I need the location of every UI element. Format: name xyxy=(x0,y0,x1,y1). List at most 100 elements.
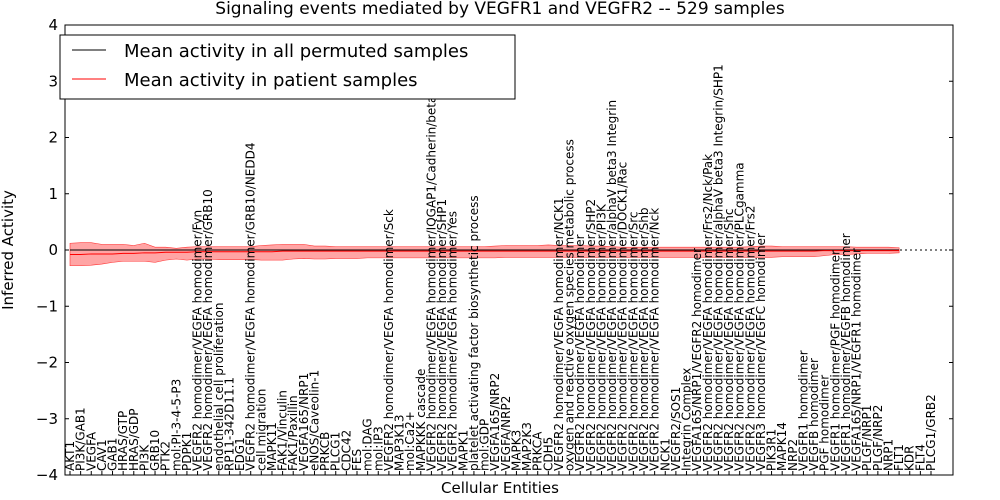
x-tick-label: PTK2 xyxy=(159,441,173,471)
x-tick-label: VEGFR2 homodimer/VEGFA homodimer/GRB10 xyxy=(201,189,215,471)
y-tick-label: −2 xyxy=(36,354,58,372)
x-tick-label: CAV1 xyxy=(95,439,109,471)
x-tick-label: FES xyxy=(350,449,364,471)
x-tick-label: Integrin Complex xyxy=(680,368,694,471)
x-tick-label: HRAS/GDP xyxy=(127,408,141,471)
x-tick-label: VEGFR3 homodimer/VEGFC homodimer xyxy=(754,233,768,471)
x-tick-label: PLGF/NRP1 xyxy=(860,405,874,471)
x-tick-label: VEGFA165/NRP1/VEGFR2 homodimer xyxy=(690,248,704,471)
x-tick-label: MAPK1 xyxy=(456,430,470,471)
x-tick-label: GAB1 xyxy=(106,438,120,471)
x-tick-label: VEGFR2 homodimer/VEGFA homodimer/GRB10/N… xyxy=(244,142,258,471)
x-tick-label: KDR xyxy=(903,446,917,471)
x-tick-label: VEGFR2 homodimer/VEGFA homodimer/Shc xyxy=(722,209,736,471)
x-tick-label: oxygen and reactive oxygen species metab… xyxy=(563,139,577,471)
x-tick-label: mol:Ca2+ xyxy=(403,411,417,471)
x-tick-label: RP11-342D11.1 xyxy=(222,377,236,471)
x-tick-label: MAPK14 xyxy=(775,422,789,471)
x-tick-label: FAK1/Vinculin xyxy=(276,390,290,471)
x-tick-label: FLT1 xyxy=(892,444,906,471)
x-tick-label: VEGFR2 homodimer/VEGFA homodimer/alphaV … xyxy=(711,64,725,471)
x-tick-label: VEGFR2 homodimer/VEGFA homodimer/IQGAP1/… xyxy=(424,47,438,471)
x-tick-label: PLCG1 xyxy=(329,432,343,471)
x-tick-label: VEGFR2 homodimer/VEGFA homodimer/SHP1 xyxy=(435,199,449,471)
x-tick-label: VEGFR2 homodimer/VEGFA homodimer/Nck xyxy=(648,208,662,471)
x-tick-label: FLT4 xyxy=(913,444,927,471)
x-tick-label: VEGFR2/SOS1 xyxy=(669,387,683,471)
legend-label-patient: Mean activity in patient samples xyxy=(124,70,418,91)
y-tick-label: 1 xyxy=(48,185,58,203)
x-tick-label: endothelial cell proliferation xyxy=(212,303,226,471)
y-axis-label: Inferred Activity xyxy=(0,190,17,310)
y-tick-label: 3 xyxy=(48,72,58,90)
y-tick-label: 4 xyxy=(48,16,58,34)
y-tick-label: −3 xyxy=(36,410,58,428)
x-tick-label: PRKCB xyxy=(318,432,332,471)
y-tick-label: 2 xyxy=(48,129,58,147)
x-tick-label: eNOS/Caveolin-1 xyxy=(307,370,321,471)
y-tick-label: −1 xyxy=(36,297,58,315)
series-line-patient xyxy=(70,250,900,255)
x-tick-label: AKT1 xyxy=(63,441,77,471)
x-tick-label: VEGFR2 homodimer/VEGFA homodimer/SHP2 xyxy=(584,199,598,471)
x-tick-label: MAP2K3 xyxy=(520,422,534,471)
x-tick-label: PRKCA xyxy=(531,431,545,471)
x-tick-label: VEGFA165/NRP1/VEGFR1 homodimer xyxy=(850,248,864,471)
legend-box xyxy=(59,34,516,100)
x-tick-label: VEGFA xyxy=(84,431,98,471)
x-tick-label: CDH5 xyxy=(541,437,555,471)
x-tick-label: PLGF/NRP2 xyxy=(871,405,885,471)
x-tick-label: VEGFB homodimer xyxy=(807,358,821,471)
x-tick-label: VEGFR2 homodimer/VEGFA homodimer/PLCgamm… xyxy=(733,162,747,471)
x-tick-label: cell migration xyxy=(254,389,268,471)
x-tick-label: VEGFR2 homodimer/VEGFA homodimer xyxy=(573,234,587,471)
x-axis-label: Cellular Entities xyxy=(441,479,559,497)
x-tick-label: VEGFR2 homodimer/VEGFA homodimer/alphaV … xyxy=(605,100,619,471)
x-tick-label: NCK1 xyxy=(658,438,672,471)
x-tick-label: VEGFR2 homodimer/VEGFA homodimer/PI3K xyxy=(594,203,608,471)
x-tick-label: NRP2 xyxy=(786,439,800,471)
legend: Mean activity in all permuted samples Me… xyxy=(59,34,516,100)
x-tick-label: HRAS/GTP xyxy=(116,411,130,471)
legend-label-permuted: Mean activity in all permuted samples xyxy=(124,41,468,62)
x-tick-label: NRP1 xyxy=(881,439,895,471)
y-tick-label: −4 xyxy=(36,466,58,484)
x-tick-label: GRB10 xyxy=(148,430,162,471)
x-tick-label: PI3K/GAB1 xyxy=(74,407,88,471)
x-tick-label: VEGFR2 homodimer/VEGFA homodimer/NCK1 xyxy=(552,197,566,471)
x-tick-label: VEGFA165/NRP2 xyxy=(488,373,502,471)
x-tick-label: VEGFA/NRP2 xyxy=(499,396,513,471)
x-tick-label: mol:GDP xyxy=(478,419,492,471)
x-tick-label: VEGFR2 homodimer/VEGFA homodimer/Sck xyxy=(382,209,396,471)
x-tick-label: PGF homodimer xyxy=(818,375,832,471)
x-tick-label: CDC42 xyxy=(339,430,353,471)
x-tick-label: VEGFR2 homodimer/VEGFA homodimer/Frs2 xyxy=(743,206,757,472)
x-tick-label: PIK3R1 xyxy=(765,429,779,471)
y-axis: 4 3 2 1 0 −1 −2 −3 −4 xyxy=(36,16,953,484)
x-tick-label: VEGFR1 homodimer xyxy=(796,350,810,471)
x-tick-label: PDPK1 xyxy=(180,432,194,471)
x-tick-label: EDG1 xyxy=(233,437,247,471)
x-tick-label: VEGFR2 homodimer/VEGFA homodimer/Frs2/Nc… xyxy=(701,154,715,471)
x-tick-label: MAPKKK cascade xyxy=(414,369,428,471)
x-tick-label: MAP3K13 xyxy=(393,414,407,471)
x-tick-label: PLCG1/GRB2 xyxy=(924,394,938,471)
patient-activity-band xyxy=(69,242,900,267)
y-tick-label: 0 xyxy=(48,241,58,259)
x-tick-label: MAPK3 xyxy=(509,430,523,471)
x-tick-label: platelet activating factor biosynthetic … xyxy=(467,195,481,471)
x-tick-label: VEGFR2 homodimer/VEGFA homodimer/Shb xyxy=(637,208,651,472)
x-tick-label: VEGFR2 homodimer/VEGFA homodimer/Yes xyxy=(446,211,460,471)
chart-title: Signaling events mediated by VEGFR1 and … xyxy=(215,0,785,19)
x-tick-label: VEGFR2 homodimer/VEGFA homodimer/Fyn xyxy=(191,210,205,471)
x-tick-label: MAPK11 xyxy=(265,422,279,471)
x-tick-label: VEGFR1 homodimer/PGF homodimer xyxy=(828,250,842,471)
x-tick-label: VEGFR2 homodimer/VEGFA homodimer/DOCK1/R… xyxy=(616,162,630,471)
x-tick-label: FAK1/Paxillin xyxy=(286,395,300,471)
x-tick-label: PI3K xyxy=(137,444,151,471)
x-tick-label: mol:PI-3-4-5-P3 xyxy=(169,379,183,471)
x-tick-label: mol:DAG xyxy=(361,418,375,471)
x-axis: AKT1PI3K/GAB1VEGFACAV1GAB1HRAS/GTPHRAS/G… xyxy=(63,47,938,475)
x-tick-label: VEGFR2 homodimer/VEGFA homodimer/Src xyxy=(626,211,640,471)
